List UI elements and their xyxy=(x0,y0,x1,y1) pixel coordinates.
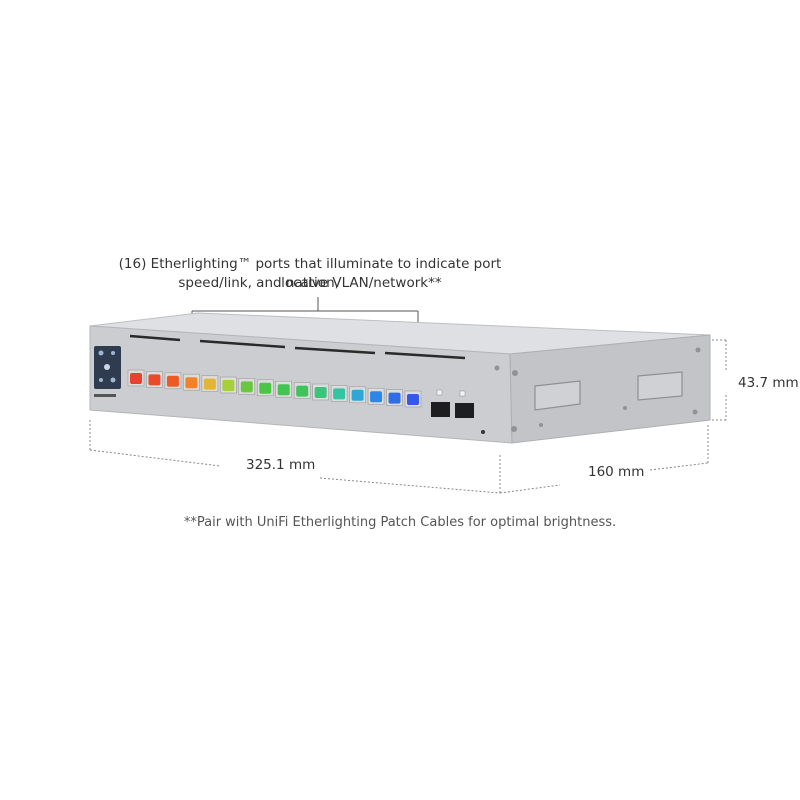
port-light-14 xyxy=(370,391,383,403)
width-dimension-label: 325.1 mm xyxy=(246,457,316,473)
display-icon-b xyxy=(111,351,115,355)
screws xyxy=(494,347,701,432)
display-icon-e xyxy=(110,377,116,383)
port-light-4 xyxy=(185,377,198,389)
sfp-port-2 xyxy=(455,403,474,418)
height-dimension-label: 43.7 mm xyxy=(738,375,799,391)
callout-line-1: (16) Etherlighting™ ports that illuminat… xyxy=(118,256,502,291)
sfp-port-1 xyxy=(431,402,450,417)
sfp-ports xyxy=(431,389,474,418)
port-light-9 xyxy=(277,384,290,396)
reset-button[interactable] xyxy=(481,430,485,434)
vent-slots xyxy=(129,334,466,360)
etherlighting-ports xyxy=(127,369,422,408)
port-light-6 xyxy=(222,380,235,391)
width-dim-line-a xyxy=(89,449,221,467)
sfp-led-1 xyxy=(436,389,443,396)
port-light-2 xyxy=(148,374,161,386)
footnote: **Pair with UniFi Etherlighting Patch Ca… xyxy=(183,515,617,530)
port-light-5 xyxy=(203,378,216,390)
display-icon-c xyxy=(104,364,110,370)
dimension-lines xyxy=(89,339,728,494)
port-light-1 xyxy=(130,373,142,384)
width-dim-line-b xyxy=(319,477,501,494)
callout-line-2: speed/link, and native VLAN/network** xyxy=(178,275,442,291)
model-label-plate xyxy=(94,394,116,397)
port-light-12 xyxy=(333,388,346,400)
port-light-13 xyxy=(351,389,364,401)
switch-side-face xyxy=(509,334,711,444)
rack-ear-cutout-left xyxy=(534,380,581,411)
display-icon-d xyxy=(99,378,103,382)
depth-dim-line-b xyxy=(649,462,709,471)
display-icon-a xyxy=(98,350,104,356)
depth-dimension-label: 160 mm xyxy=(588,464,645,480)
port-light-10 xyxy=(296,385,309,397)
port-light-7 xyxy=(240,381,253,393)
port-light-3 xyxy=(166,375,179,387)
port-light-11 xyxy=(314,387,327,398)
sfp-led-2 xyxy=(459,390,466,397)
port-light-8 xyxy=(259,382,272,394)
rack-ear-cutout-right xyxy=(637,371,683,401)
port-light-15 xyxy=(388,392,401,404)
depth-dim-line-a xyxy=(499,484,561,494)
port-light-16 xyxy=(407,394,419,405)
